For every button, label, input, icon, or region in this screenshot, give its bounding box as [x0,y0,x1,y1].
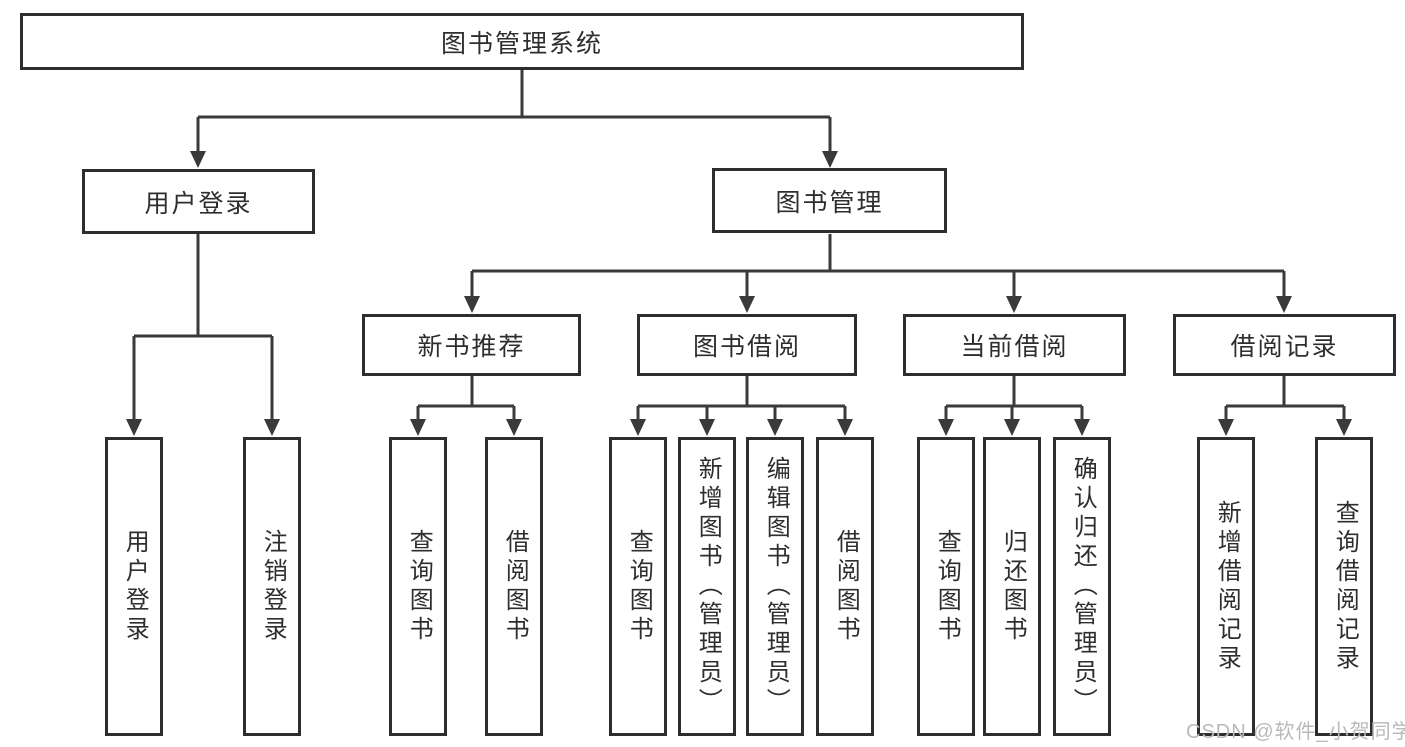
leaf-current-query-books-label: 查询图书 [933,528,961,645]
leaf-recommend-query-books: 查询图书 [389,437,447,736]
leaf-current-query-books: 查询图书 [917,437,975,736]
node-root: 图书管理系统 [20,13,1024,70]
leaf-borrow-add-books: 新增图书（管理员） [678,437,736,736]
leaf-records-query-record-label: 查询借阅记录 [1331,499,1359,674]
leaf-current-return-books: 归还图书 [983,437,1041,736]
leaf-records-add-record-label: 新增借阅记录 [1213,499,1241,674]
leaf-borrow-edit-books: 编辑图书（管理员） [746,437,804,736]
node-group-book-borrow: 图书借阅 [637,314,857,376]
leaf-borrow-edit-books-label: 编辑图书（管理员） [762,456,790,717]
leaf-user-login: 用户登录 [105,437,163,736]
leaf-current-confirm-return-label: 确认归还（管理员） [1069,456,1097,717]
leaf-current-return-books-label: 归还图书 [999,528,1027,645]
leaf-borrow-add-books-label: 新增图书（管理员） [694,456,722,717]
leaf-borrow-query-books: 查询图书 [609,437,667,736]
arrowheads [126,151,1352,436]
leaf-borrow-query-books-label: 查询图书 [625,528,653,645]
node-group-borrow-records: 借阅记录 [1173,314,1396,376]
leaf-logout: 注销登录 [243,437,301,736]
leaf-logout-label: 注销登录 [259,528,287,645]
node-group-current-borrow: 当前借阅 [903,314,1126,376]
leaf-recommend-query-books-label: 查询图书 [405,528,433,645]
leaf-borrow-borrow-books-label: 借阅图书 [832,528,860,645]
leaf-recommend-borrow-books-label: 借阅图书 [501,528,529,645]
leaf-user-login-label: 用户登录 [121,528,149,645]
leaf-records-query-record: 查询借阅记录 [1315,437,1373,736]
leaf-borrow-borrow-books: 借阅图书 [816,437,874,736]
csdn-watermark: CSDN @软件_小贺同学 [1186,721,1405,743]
leaf-records-add-record: 新增借阅记录 [1197,437,1255,736]
node-login-branch: 用户登录 [82,169,315,234]
leaf-recommend-borrow-books: 借阅图书 [485,437,543,736]
leaf-current-confirm-return: 确认归还（管理员） [1053,437,1111,736]
node-book-mgmt-branch: 图书管理 [712,168,947,233]
node-group-new-book-recommend: 新书推荐 [362,314,581,376]
